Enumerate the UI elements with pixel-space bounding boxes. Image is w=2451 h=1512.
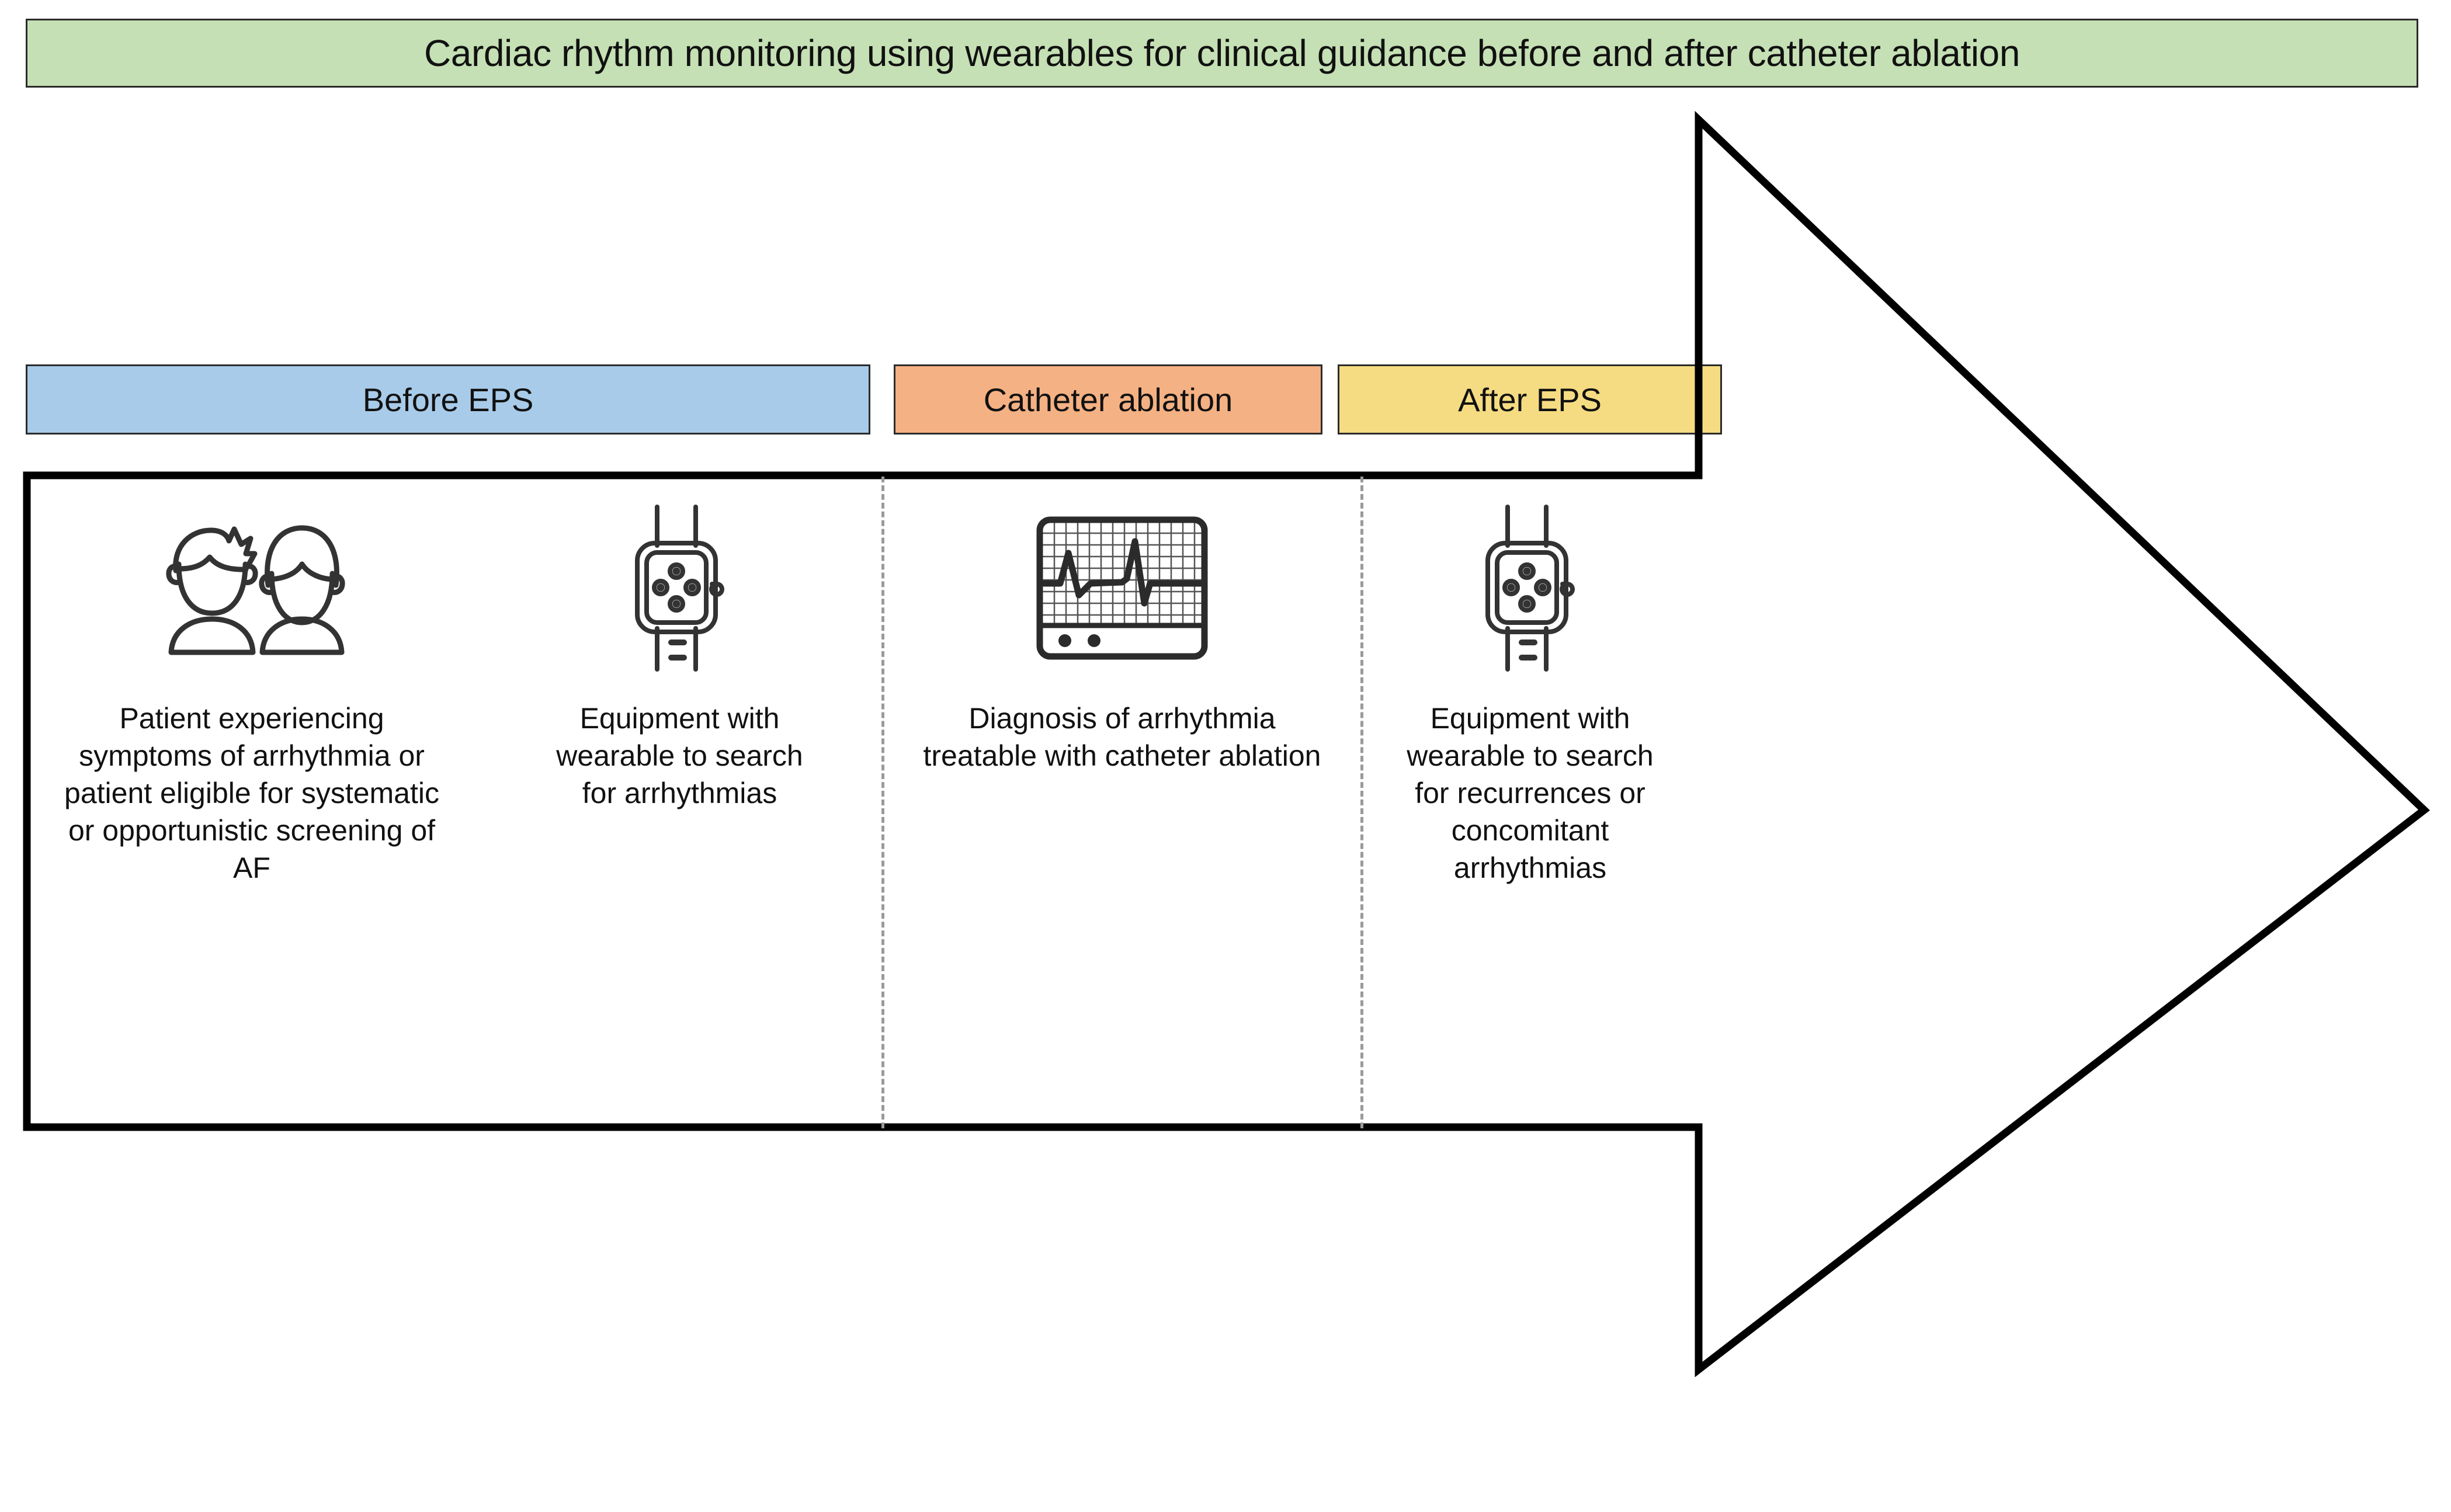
phase-label-text: Before EPS <box>362 381 534 418</box>
phase-label-before-eps: Before EPS <box>26 364 870 435</box>
column-pre-ablation-wearable: Equipment with wearable to search for ar… <box>477 475 883 1128</box>
phase-label-catheter-ablation: Catheter ablation <box>894 364 1322 435</box>
column-patient-selection: Patient experiencing symptoms of arrhyth… <box>27 475 477 1128</box>
column-post-ablation-wearable: Equipment with wearable to search for re… <box>1362 475 1699 1128</box>
page-title: Cardiac rhythm monitoring using wearable… <box>423 32 2020 74</box>
two-patients-icon <box>152 503 351 673</box>
column-description: Patient experiencing symptoms of arrhyth… <box>64 702 439 884</box>
smartwatch-icon <box>624 503 735 673</box>
column-description: Diagnosis of arrhythmia treatable with c… <box>923 702 1321 772</box>
column-description: Equipment with wearable to search for ar… <box>556 702 803 809</box>
column-divider-1 <box>881 477 884 1128</box>
phase-label-text: After EPS <box>1458 381 1602 418</box>
phase-label-after-eps: After EPS <box>1338 364 1722 435</box>
smartwatch-icon <box>1475 503 1586 673</box>
stage-columns: Patient experiencing symptoms of arrhyth… <box>27 475 1699 1128</box>
column-description: Equipment with wearable to search for re… <box>1407 702 1654 884</box>
phase-label-text: Catheter ablation <box>983 381 1233 418</box>
column-divider-2 <box>1360 477 1363 1128</box>
diagram-title-banner: Cardiac rhythm monitoring using wearable… <box>26 19 2418 88</box>
ecg-monitor-icon <box>1034 503 1210 673</box>
column-diagnosis: Diagnosis of arrhythmia treatable with c… <box>883 475 1362 1128</box>
